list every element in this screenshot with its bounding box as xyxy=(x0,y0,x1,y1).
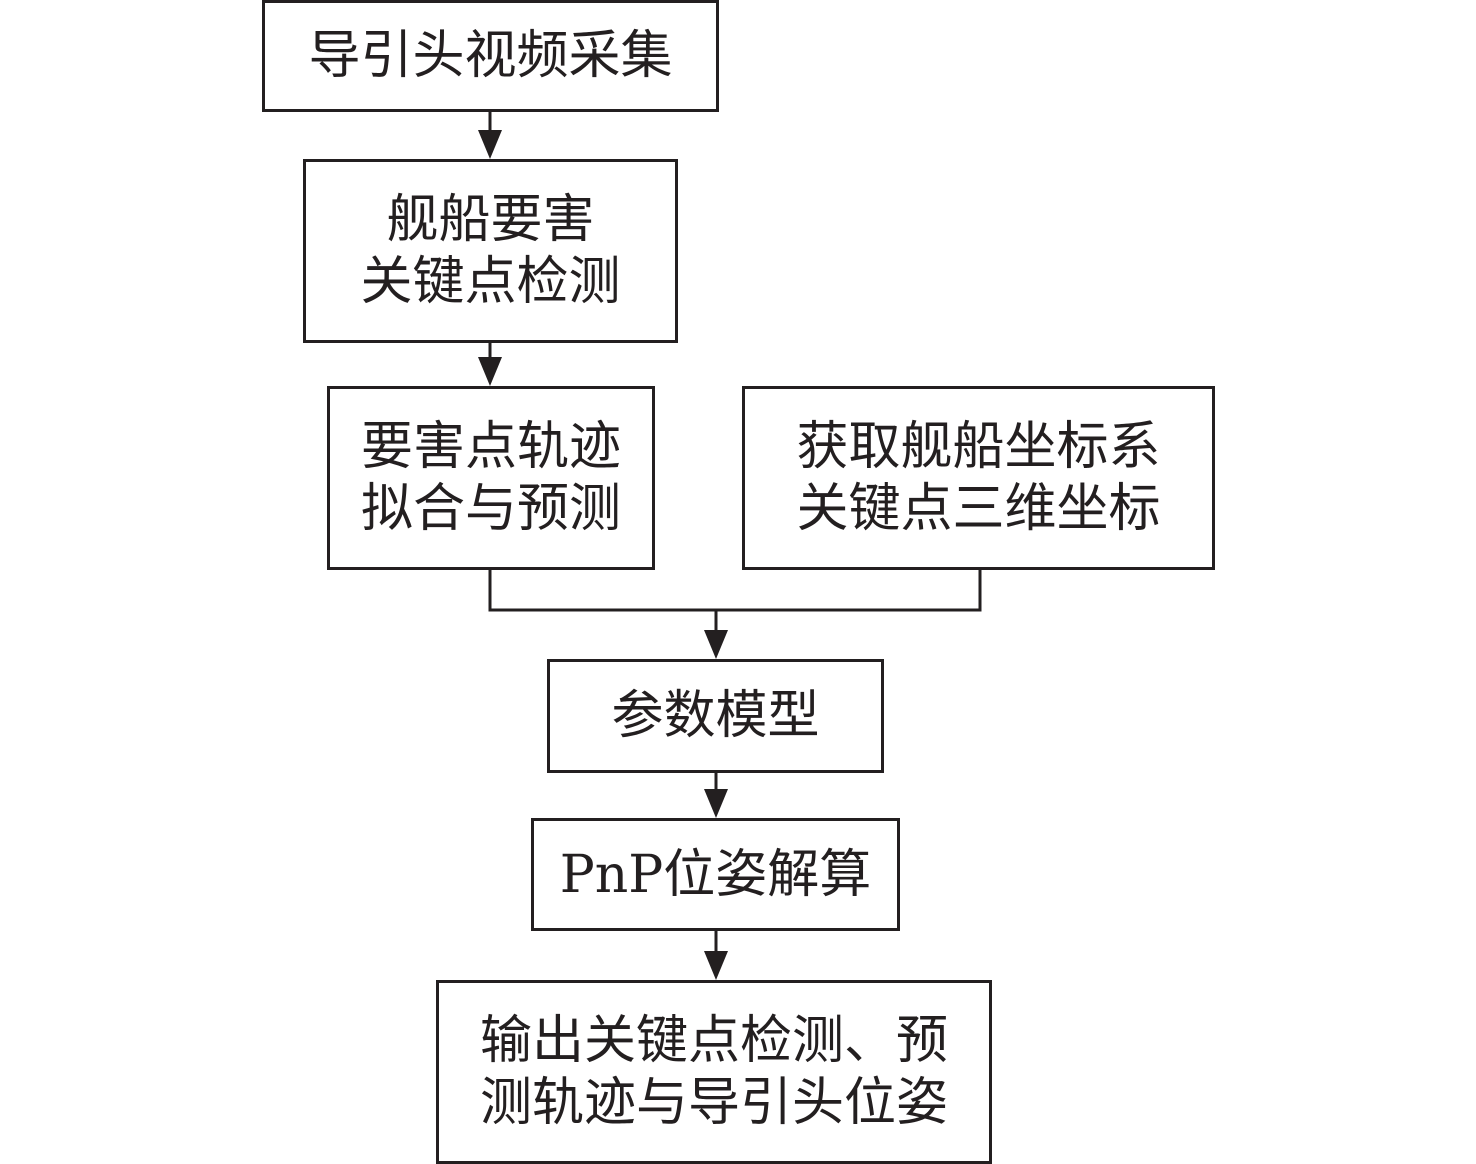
param-model-box: 参数模型 xyxy=(547,659,884,773)
keypoint-detection-label-line2: 关键点检测 xyxy=(360,252,621,312)
video-capture-box: 导引头视频采集 xyxy=(262,0,719,112)
arrowhead-to-output xyxy=(704,951,728,980)
arrowhead-to-detection xyxy=(478,130,502,159)
edge-merge-to-param-model-line xyxy=(488,570,982,612)
ship-coords-label-line1: 获取舰船坐标系 xyxy=(796,417,1161,477)
arrowhead-to-trajectory xyxy=(478,357,502,386)
trajectory-fit-label-line2: 拟合与预测 xyxy=(360,479,621,539)
output-box: 输出关键点检测、预 测轨迹与导引头位姿 xyxy=(436,980,992,1164)
video-capture-label: 导引头视频采集 xyxy=(308,26,673,86)
output-label-line1: 输出关键点检测、预 xyxy=(479,1011,948,1071)
pnp-solve-box: PnP位姿解算 xyxy=(531,818,900,931)
pnp-solve-label: PnP位姿解算 xyxy=(559,844,872,905)
output-label-line2: 测轨迹与导引头位姿 xyxy=(479,1073,948,1133)
param-model-label: 参数模型 xyxy=(611,686,820,746)
arrowhead-to-param-model xyxy=(704,630,728,659)
trajectory-fit-box: 要害点轨迹 拟合与预测 xyxy=(327,386,655,570)
ship-coords-label-line2: 关键点三维坐标 xyxy=(796,479,1161,539)
keypoint-detection-label-line1: 舰船要害 xyxy=(386,190,595,250)
keypoint-detection-box: 舰船要害 关键点检测 xyxy=(303,159,678,343)
trajectory-fit-label-line1: 要害点轨迹 xyxy=(360,417,621,477)
ship-coords-box: 获取舰船坐标系 关键点三维坐标 xyxy=(742,386,1215,570)
arrowhead-to-pnp xyxy=(704,789,728,818)
